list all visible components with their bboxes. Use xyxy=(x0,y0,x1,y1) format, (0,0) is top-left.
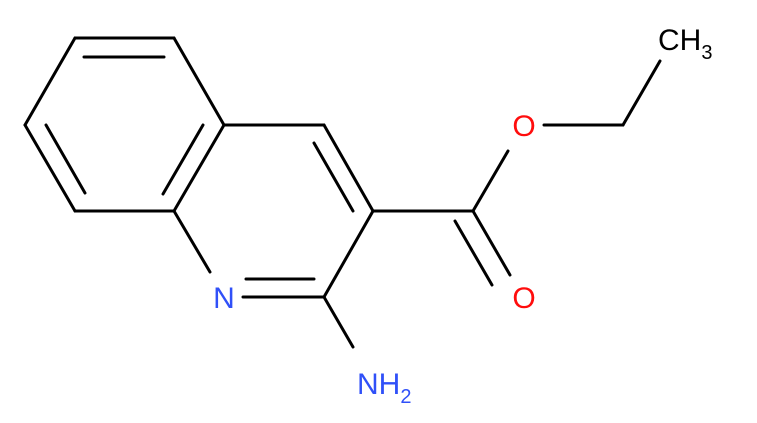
bond-c4-c3-inner xyxy=(312,141,355,213)
bond-carbonyl-c-o-double-a xyxy=(471,209,512,277)
methyl-label: CH3 xyxy=(658,24,712,64)
bond-c4-c3 xyxy=(322,123,375,213)
amino-group-label: NH2 xyxy=(357,368,411,408)
bond-ring-fusion-inner xyxy=(161,123,205,196)
bond-carbonyl-c-o-double-b xyxy=(453,219,494,287)
bond-c2-amino xyxy=(322,295,355,349)
ring-nitrogen-label: N xyxy=(213,282,235,315)
bond-carbonyl-c-ester-o xyxy=(471,149,510,213)
bond-ch2-ch3 xyxy=(621,59,662,127)
bonds xyxy=(23,36,662,349)
bond-n1-c8a xyxy=(172,209,212,274)
methyl-main-text: CH xyxy=(658,24,701,57)
bond-benzene-lower-left-inner xyxy=(44,123,87,195)
bond-benzene-lower-left xyxy=(23,123,77,213)
amino-subscript: 2 xyxy=(400,386,411,408)
atom-labels: CH3 O O N NH2 xyxy=(213,24,712,408)
carbonyl-oxygen-label: O xyxy=(512,282,535,315)
bond-benzene-upper-left xyxy=(23,36,77,127)
bond-ring-fusion xyxy=(172,123,226,213)
methyl-subscript: 3 xyxy=(701,42,712,64)
bond-c3-c2 xyxy=(322,209,375,299)
amino-main-text: NH xyxy=(357,368,400,401)
bond-benzene-upper-right xyxy=(172,36,226,127)
ester-oxygen-label: O xyxy=(512,110,535,143)
